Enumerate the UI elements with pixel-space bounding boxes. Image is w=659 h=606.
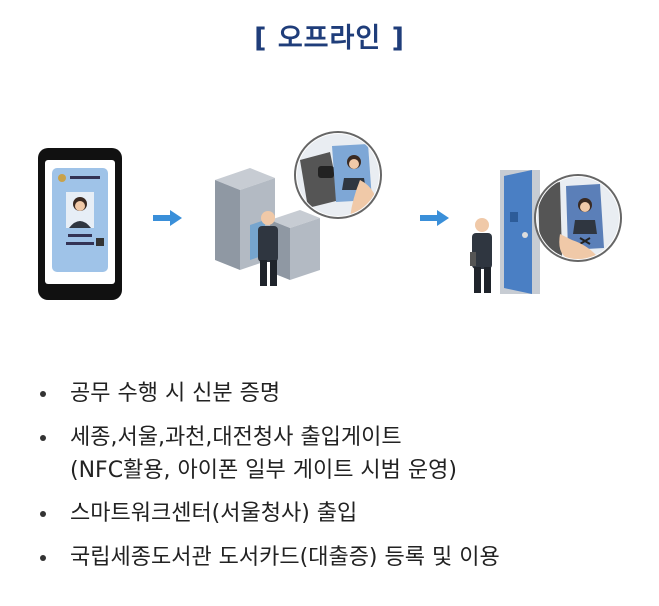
list-item-text: 국립세종도서관 도서카드(대출증) 등록 및 이용 bbox=[70, 545, 500, 570]
list-item: 세종,서울,과천,대전청사 출입게이트 bbox=[40, 416, 640, 460]
list-item: 공무 수행 시 신분 증명 bbox=[40, 372, 640, 416]
list-item: 국립세종도서관 도서카드(대출증) 등록 및 이용 bbox=[40, 536, 640, 580]
usage-list: 공무 수행 시 신분 증명 세종,서울,과천,대전청사 출입게이트 (NFC활용… bbox=[40, 372, 640, 580]
bullet-icon bbox=[40, 555, 46, 561]
list-item-continuation: (NFC활용, 아이폰 일부 게이트 시범 운영) bbox=[40, 454, 640, 488]
list-item-text: 스마트워크센터(서울청사) 출입 bbox=[70, 501, 358, 526]
page-title: [ 오프라인 ] bbox=[254, 23, 405, 54]
list-item: 스마트워크센터(서울청사) 출입 bbox=[40, 492, 640, 536]
offline-usage-illustration bbox=[0, 130, 659, 310]
mobile-id-card-icon bbox=[38, 148, 122, 300]
arrow-right-icon bbox=[420, 210, 449, 226]
list-item-text: 세종,서울,과천,대전청사 출입게이트 bbox=[70, 425, 402, 450]
list-item-text: 공무 수행 시 신분 증명 bbox=[70, 381, 281, 406]
bullet-icon bbox=[40, 435, 46, 441]
nfc-gate-icon bbox=[215, 131, 382, 286]
bullet-icon bbox=[40, 391, 46, 397]
door-access-icon bbox=[470, 170, 622, 294]
bullet-icon bbox=[40, 511, 46, 517]
list-item-text: (NFC활용, 아이폰 일부 게이트 시범 운영) bbox=[70, 458, 457, 483]
arrow-right-icon bbox=[153, 210, 182, 226]
